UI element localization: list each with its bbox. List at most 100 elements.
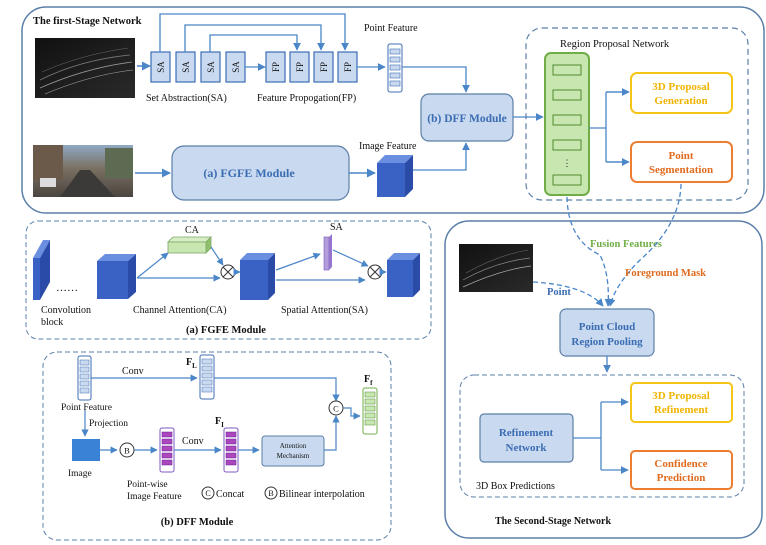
proposal-refinement-line1: 3D Proposal xyxy=(652,390,710,402)
refinement-network-line1: Refinement xyxy=(499,427,554,439)
pointwise-label-line2: Image Feature xyxy=(127,492,182,502)
concat-legend-label: Concat xyxy=(216,489,245,500)
bilinear-legend-icon: B xyxy=(264,486,278,500)
dff-image-label: Image xyxy=(68,469,92,479)
point-feature-column xyxy=(387,43,403,93)
image-feature-cube xyxy=(377,155,413,197)
ca-bar xyxy=(167,236,212,254)
dff-detail-panel xyxy=(42,351,392,541)
box-predictions-label: 3D Box Predictions xyxy=(476,481,555,492)
fl-label: FL xyxy=(186,357,197,370)
rpn-panel xyxy=(525,27,749,201)
proposal-refinement-box xyxy=(630,382,733,423)
region-pooling-line1: Point Cloud xyxy=(579,321,636,333)
sa-bar xyxy=(323,234,332,271)
fusion-features-label: Fusion Features xyxy=(590,239,662,250)
proposal-generation-line2: Generation xyxy=(654,95,707,107)
fgfe-detail-caption: (a) FGFE Module xyxy=(186,325,266,336)
proposal-refinement-line2: Refinement xyxy=(654,404,709,416)
spatial-attention-label: Spatial Attention(SA) xyxy=(281,305,368,316)
second-stage-title: The Second-Stage Network xyxy=(495,516,612,527)
dff-point-feature-column xyxy=(77,355,92,401)
rpn-feature-column: ⋮ xyxy=(544,52,590,196)
set-abstraction-label: Set Abstraction(SA) xyxy=(146,93,227,104)
proposal-generation-line1: 3D Proposal xyxy=(652,81,710,93)
sa-blocks: SA SA SA SA xyxy=(150,51,246,83)
convolution-block-line1: Convolution xyxy=(41,305,91,316)
feature-propagation-label: Feature Propogation(FP) xyxy=(257,93,356,104)
svg-text:C: C xyxy=(205,489,210,498)
skip-connections xyxy=(159,13,349,52)
dff-detail-caption: (b) DFF Module xyxy=(161,517,234,528)
svg-text:B: B xyxy=(268,489,273,498)
foreground-mask-label: Foreground Mask xyxy=(625,268,706,279)
fp-blocks: FP FP FP FP xyxy=(265,51,358,83)
sa-label: SA xyxy=(206,61,216,73)
fp-label: FP xyxy=(319,62,329,72)
convolution-block-line2: block xyxy=(41,317,63,328)
fp-block xyxy=(289,51,310,83)
fl-column xyxy=(199,354,215,400)
attention-line2: Mechanism xyxy=(277,452,310,460)
fgfe-dots: …… xyxy=(56,282,78,294)
sa-label: SA xyxy=(231,61,241,73)
fgfe-module-label: (a) FGFE Module xyxy=(203,166,295,180)
pointwise-label-line1: Point-wise xyxy=(127,480,168,490)
svg-text:⋮: ⋮ xyxy=(563,158,572,168)
dff-module-label: (b) DFF Module xyxy=(427,113,506,125)
fp-block xyxy=(265,51,286,83)
dff-point-feature-label: Point Feature xyxy=(61,403,112,413)
channel-attention-label: Channel Attention(CA) xyxy=(133,305,227,316)
conv-block-cube-1 xyxy=(33,240,50,300)
ca-output-cube xyxy=(240,253,275,300)
second-stage-lidar-thumbnail xyxy=(459,244,533,292)
confidence-prediction-line2: Prediction xyxy=(657,472,706,484)
dff-image-square xyxy=(72,439,100,461)
fp-label: FP xyxy=(343,62,353,72)
first-stage-panel xyxy=(21,6,765,214)
fp-label: FP xyxy=(295,62,305,72)
fi-label: FI xyxy=(215,416,224,429)
sa-output-cube xyxy=(387,253,420,297)
conv-block-cube-2 xyxy=(97,254,136,299)
camera-image-thumbnail xyxy=(33,145,133,197)
multiply-ca-icon xyxy=(220,264,236,280)
second-stage-panel xyxy=(444,220,763,539)
sa-label: SA xyxy=(156,61,166,73)
sa-label: SA xyxy=(181,61,191,73)
sa-detail-label: SA xyxy=(330,222,344,233)
concat-icon: C xyxy=(328,400,344,416)
attention-mechanism-box xyxy=(261,435,325,467)
point-flow-label: Point xyxy=(547,287,571,298)
fgfe-detail-panel xyxy=(25,220,432,340)
bilinear-legend-label: Bilinear interpolation xyxy=(279,489,365,500)
ff-label: Ff xyxy=(364,374,373,387)
conv-top-label: Conv xyxy=(122,366,144,377)
ca-label: CA xyxy=(185,225,200,236)
conv-bottom-label: Conv xyxy=(182,436,204,447)
rpn-title: Region Proposal Network xyxy=(560,39,670,50)
confidence-prediction-box xyxy=(630,450,733,490)
point-segmentation-line1: Point xyxy=(668,150,693,162)
box-predictions-panel xyxy=(459,374,745,498)
ff-column xyxy=(362,387,378,435)
image-feature-label: Image Feature xyxy=(359,141,417,152)
svg-text:C: C xyxy=(333,404,339,414)
first-stage-title: The first-Stage Network xyxy=(33,16,142,27)
point-feature-label: Point Feature xyxy=(364,23,418,34)
refinement-network-line2: Network xyxy=(506,442,548,454)
concat-legend-icon: C xyxy=(201,486,215,500)
fp-block xyxy=(313,51,334,83)
confidence-prediction-line1: Confidence xyxy=(654,458,707,470)
projection-label: Projection xyxy=(89,419,128,429)
point-segmentation-line2: Segmentation xyxy=(649,164,713,176)
bilinear-icon: B xyxy=(119,442,135,458)
fi-column xyxy=(223,427,239,473)
region-pooling-line2: Region Pooling xyxy=(571,336,643,348)
proposal-generation-box xyxy=(630,72,733,114)
pointwise-image-feature-column xyxy=(159,427,175,473)
svg-text:B: B xyxy=(124,446,130,456)
multiply-sa-icon xyxy=(367,264,383,280)
